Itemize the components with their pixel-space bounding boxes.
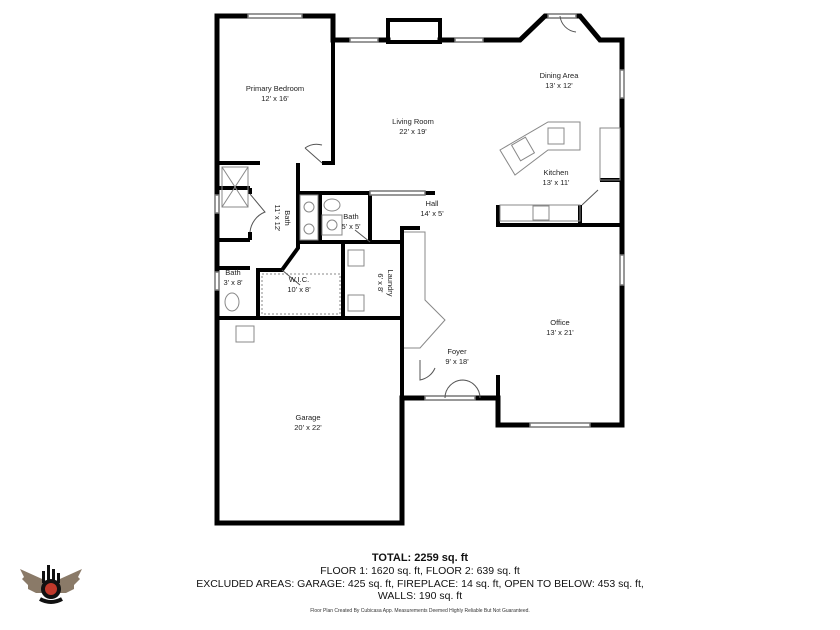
area-summary: TOTAL: 2259 sq. ft FLOOR 1: 1620 sq. ft,… bbox=[0, 552, 840, 614]
room-name: Kitchen bbox=[543, 168, 569, 177]
washer bbox=[347, 249, 365, 267]
total-area: TOTAL: 2259 sq. ft bbox=[371, 552, 469, 564]
kitchen-island bbox=[499, 121, 581, 176]
room-size: 13' x 21' bbox=[546, 328, 574, 337]
water-heater bbox=[235, 325, 255, 343]
room-name: Living Room bbox=[392, 117, 434, 126]
room-size: 13' x 12' bbox=[545, 81, 573, 90]
room-name: Bath bbox=[225, 268, 241, 277]
stairs bbox=[404, 231, 446, 349]
fridge-counter bbox=[599, 127, 621, 181]
room-name: W.I.C. bbox=[288, 275, 310, 284]
room-size: 11' x 12' bbox=[273, 204, 282, 232]
dryer bbox=[347, 294, 365, 312]
room-size: 3' x 8' bbox=[223, 278, 243, 287]
room-name: Dining Area bbox=[539, 71, 579, 80]
fixtures bbox=[221, 121, 621, 349]
room-size: 6' x 8' bbox=[376, 273, 385, 293]
winged-camera-logo bbox=[20, 565, 82, 604]
vanity bbox=[299, 194, 319, 241]
room-name: Office bbox=[550, 318, 570, 327]
room-name: Bath bbox=[283, 210, 292, 226]
room-name: Laundry bbox=[386, 269, 395, 297]
room-size: 22' x 19' bbox=[399, 127, 427, 136]
room-size: 12' x 16' bbox=[261, 94, 289, 103]
doors bbox=[249, 15, 599, 399]
room-name: Bath bbox=[343, 212, 359, 221]
toilet bbox=[323, 198, 341, 212]
fireplace bbox=[386, 18, 442, 44]
shower bbox=[221, 166, 249, 208]
stove bbox=[532, 205, 550, 221]
excluded-areas: EXCLUDED AREAS: GARAGE: 425 sq. ft, FIRE… bbox=[196, 577, 644, 590]
interior-walls bbox=[217, 40, 622, 398]
credit-note: Floor Plan Created By Cubicasa App. Meas… bbox=[310, 607, 530, 614]
walls-area: WALLS: 190 sq. ft bbox=[377, 590, 463, 602]
room-name: Foyer bbox=[447, 347, 467, 356]
room-size: 9' x 18' bbox=[445, 357, 469, 366]
closet-shelves bbox=[261, 273, 341, 315]
room-wic: W.I.C.10' x 8' bbox=[287, 275, 310, 295]
room-size: 5' x 5' bbox=[341, 222, 361, 231]
room-size: 13' x 11' bbox=[542, 178, 570, 187]
room-name: Primary Bedroom bbox=[245, 84, 305, 93]
room-name: Hall bbox=[425, 199, 439, 208]
room-size: 14' x 5' bbox=[420, 209, 444, 218]
room-size: 20' x 22' bbox=[294, 423, 322, 432]
counter bbox=[499, 204, 581, 222]
room-name: Garage bbox=[295, 413, 321, 422]
floor-plan bbox=[214, 13, 625, 526]
windows bbox=[214, 13, 625, 428]
room-size: 10' x 8' bbox=[287, 285, 311, 294]
toilet bbox=[224, 292, 240, 312]
floor-areas: FLOOR 1: 1620 sq. ft, FLOOR 2: 639 sq. f… bbox=[320, 565, 520, 577]
